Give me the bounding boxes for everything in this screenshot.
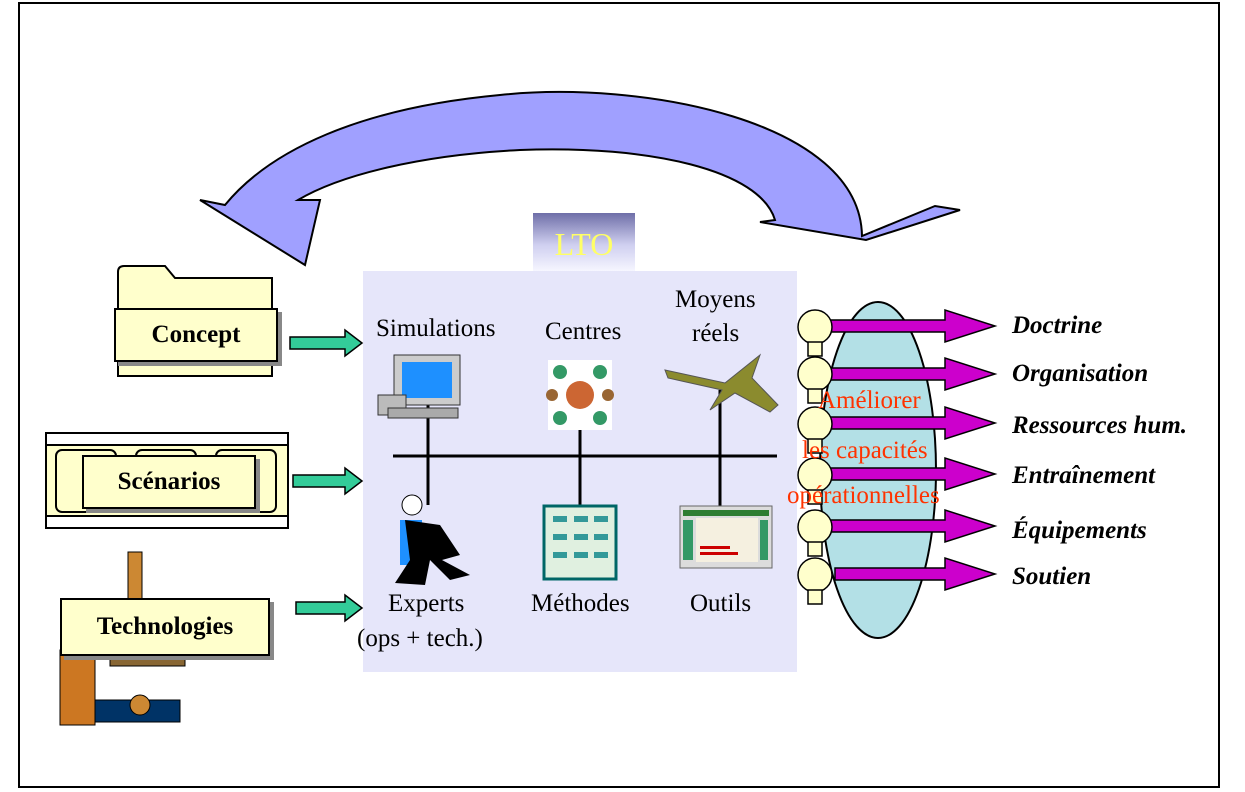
output-arrow-entrainement [829,456,998,492]
concept-arrow [289,328,364,358]
label-moyens: Moyens [675,286,756,313]
output-organisation: Organisation [1012,360,1149,387]
output-arrow-equipements [829,508,998,544]
film-strip-icon [45,432,289,529]
label-simulations: Simulations [376,315,496,342]
label-methodes: Méthodes [531,590,630,617]
lto-title: LTO [533,213,635,271]
lightbulb-icon [797,309,833,357]
technologies-arrow [295,593,364,623]
network-icon [546,360,614,430]
goal-line1: Améliorer [818,387,921,414]
label-experts-sub: (ops + tech.) [357,625,483,652]
output-arrow-doctrine [829,308,998,344]
output-entrainement: Entraînement [1012,462,1156,489]
label-centres: Centres [545,318,622,345]
software-window-icon [679,505,773,569]
output-doctrine: Doctrine [1012,312,1103,339]
input-technologies: Technologies [60,598,270,656]
scenarios-arrow [292,466,364,496]
output-arrow-organisation [829,356,998,392]
lightbulb-icon [797,457,833,505]
label-experts: Experts [388,590,465,617]
lightbulb-icon [797,557,833,605]
lightbulb-icon [797,406,833,454]
jet-icon [664,353,779,413]
output-equipements: Équipements [1012,517,1147,544]
feedback-loop-arrow [199,90,961,267]
output-arrow-soutien [834,556,998,592]
label-reels: réels [692,320,740,347]
input-scenarios: Scénarios [82,455,256,509]
goal-line2: les capacités [802,437,928,464]
output-ressources: Ressources hum. [1012,412,1188,439]
computer-icon [377,354,461,419]
output-arrow-ressources [829,405,998,441]
output-soutien: Soutien [1012,563,1092,590]
slide-frame [18,2,1220,788]
lightbulb-icon [797,509,833,557]
expert-icon [395,494,470,585]
goal-line3: opérationnelles [787,482,940,509]
flowchart-icon [542,504,618,581]
label-outils: Outils [690,590,752,617]
input-concept: Concept [114,308,278,362]
lightbulb-icon [797,356,833,404]
